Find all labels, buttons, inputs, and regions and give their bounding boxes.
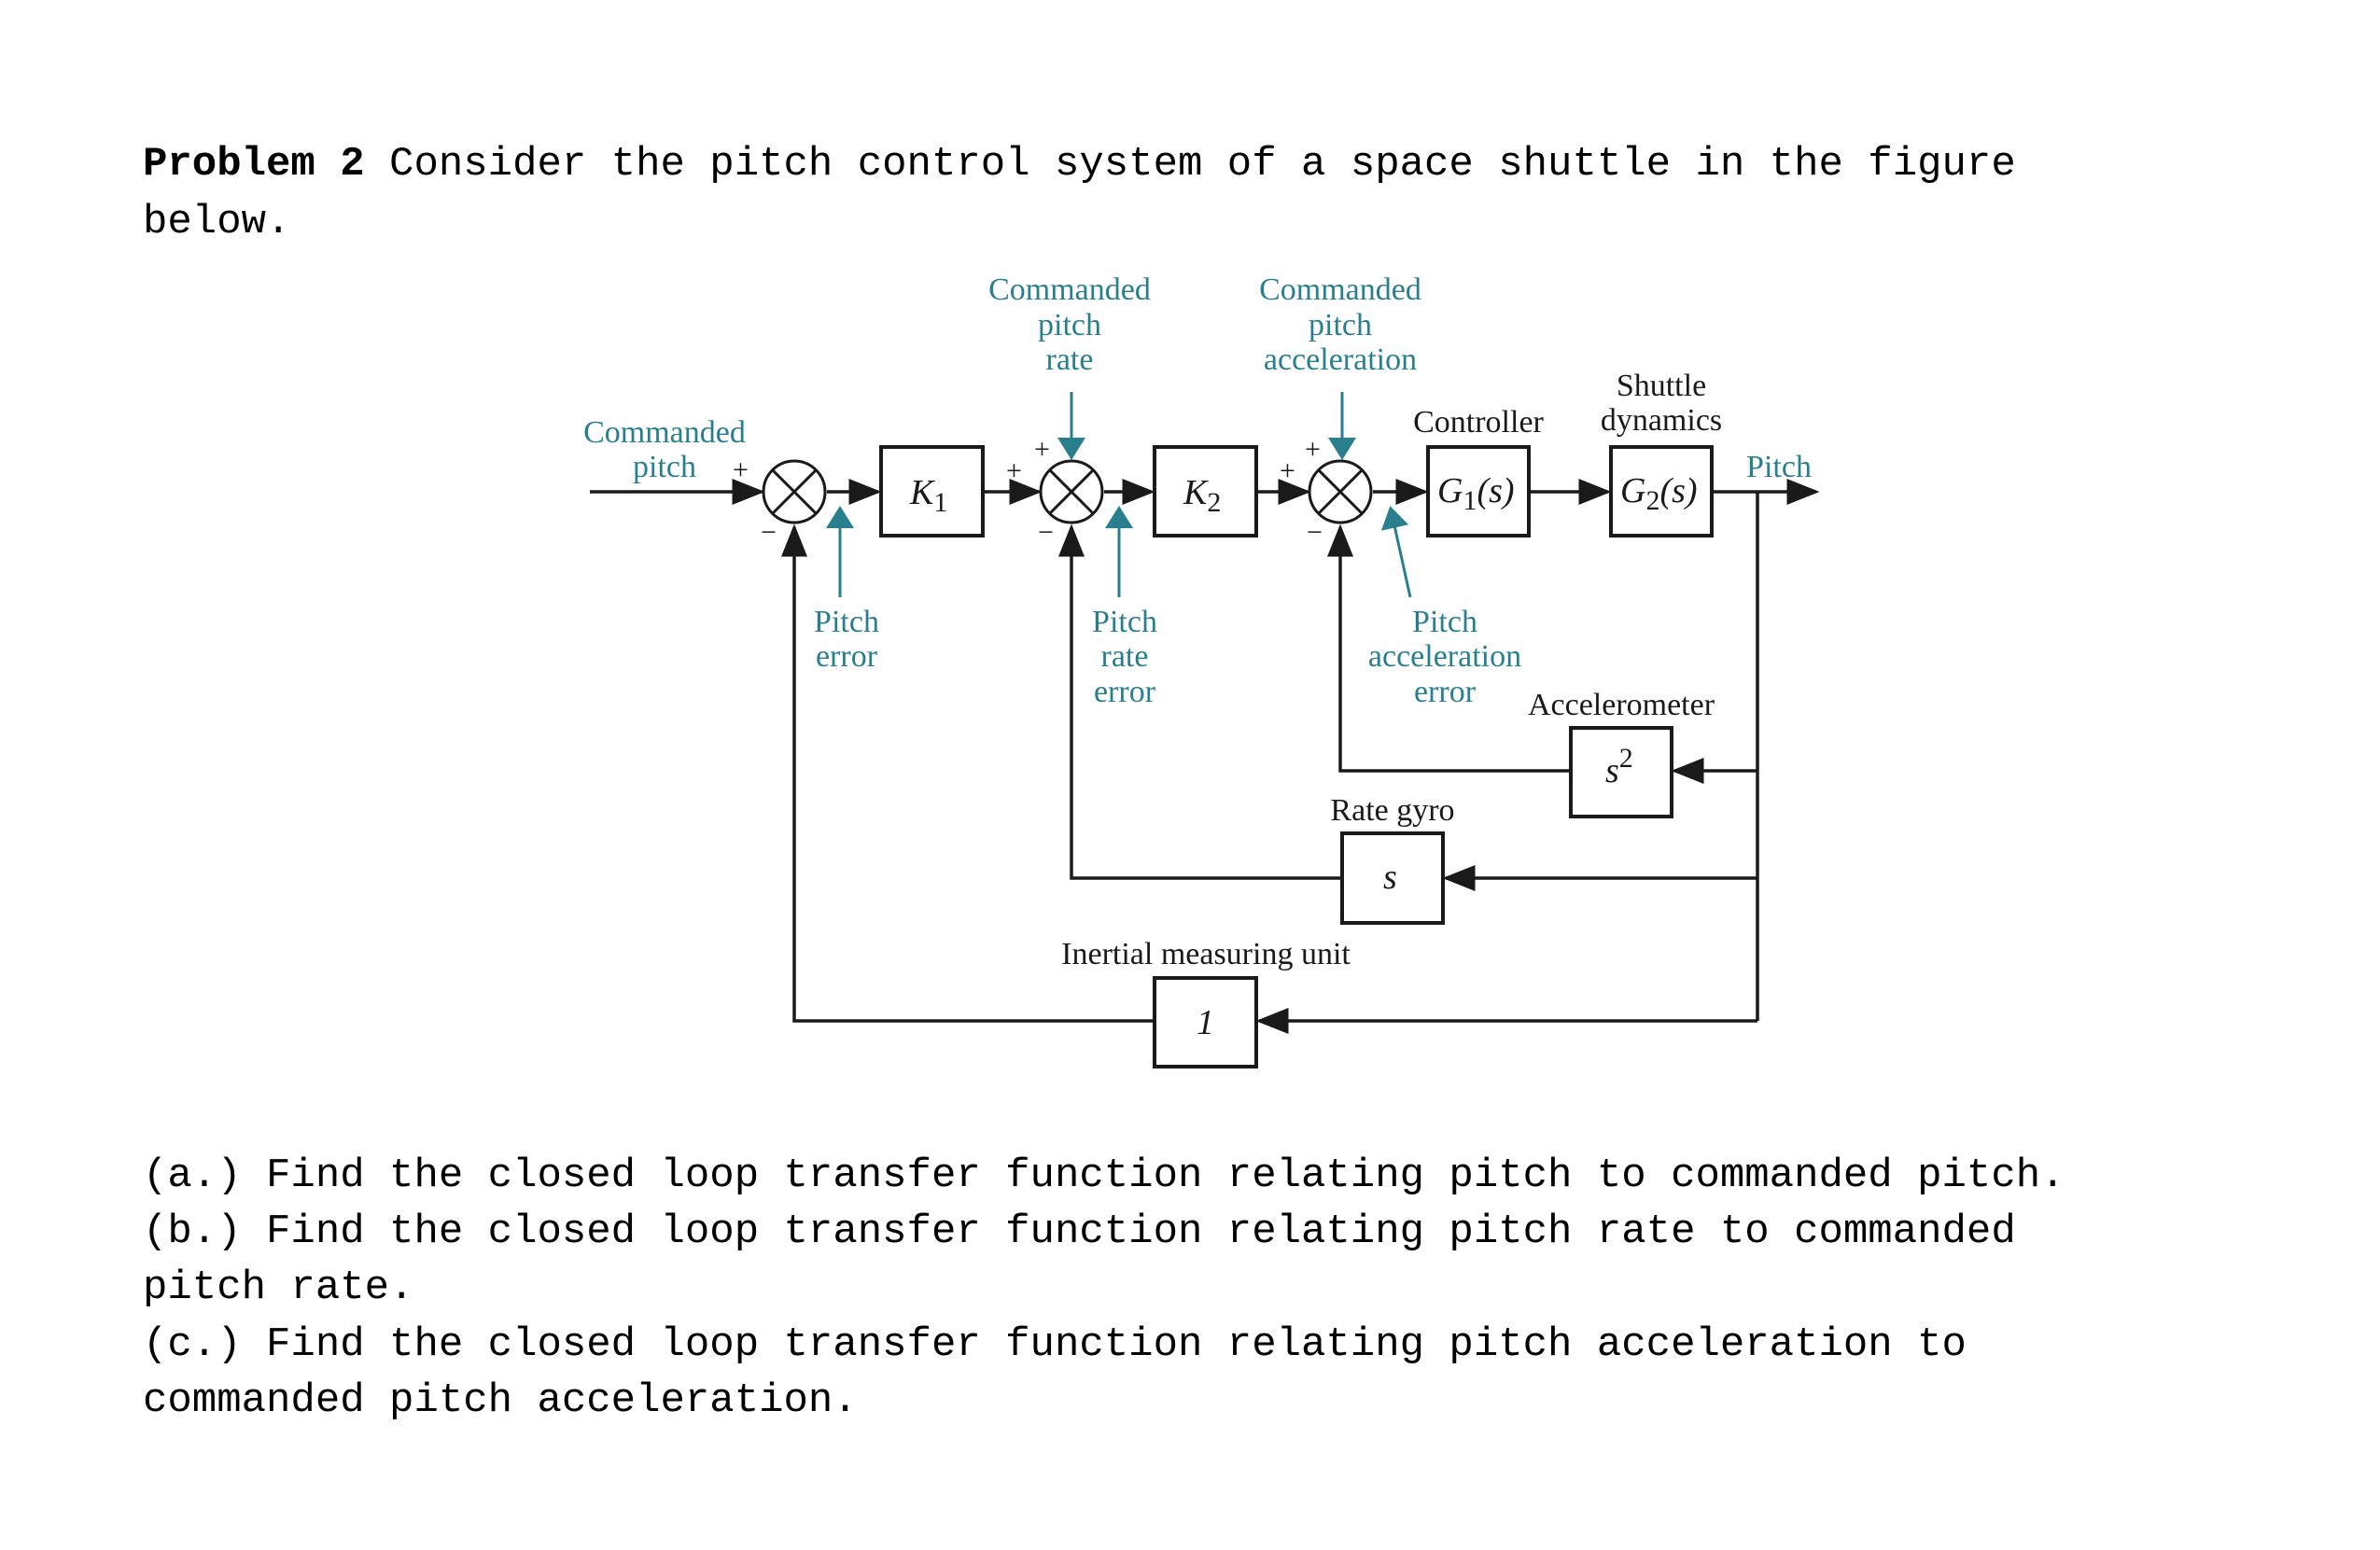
problem-statement: Problem 2 Consider the pitch control sys… — [143, 144, 2016, 185]
commanded-pitch-accel-label-1: Commanded — [1259, 272, 1421, 307]
summing-junction-2 — [1039, 459, 1104, 524]
commanded-pitch-rate-label-3: rate — [1046, 342, 1094, 377]
g1-block — [1426, 445, 1531, 538]
problem-label: Problem 2 — [143, 141, 365, 188]
pitch-error-label-1: Pitch — [814, 605, 879, 639]
g1-label: G1(s) — [1437, 471, 1515, 516]
imu-feedback-line — [781, 524, 1155, 1023]
summing-junction-1 — [762, 459, 827, 524]
question-c-line-2: commanded pitch acceleration. — [143, 1377, 858, 1424]
pitch-rate-error-label-2: rate — [1101, 639, 1149, 674]
shuttle-dynamics-caption-2: dynamics — [1601, 403, 1722, 438]
k2-label: K2 — [1183, 473, 1221, 518]
k1-block — [879, 445, 985, 538]
commanded-pitch-accel-label-2: pitch — [1309, 308, 1372, 342]
pitch-accel-error-label-2: acceleration — [1368, 639, 1521, 674]
accelerometer-caption: Accelerometer — [1528, 688, 1715, 722]
rate-gyro-block — [1340, 831, 1445, 925]
commanded-pitch-rate-label-1: Commanded — [988, 272, 1151, 307]
pitch-error-label-2: error — [816, 639, 878, 674]
summing-junction-3 — [1308, 459, 1373, 524]
commanded-pitch-rate-label-2: pitch — [1038, 308, 1101, 342]
rate-gyro-caption: Rate gyro — [1330, 793, 1454, 828]
problem-intro: Consider the pitch control system of a s… — [364, 141, 2016, 188]
k1-label: K1 — [909, 473, 947, 518]
pitch-accel-error-label-3: error — [1414, 675, 1477, 709]
pitch-rate-error-label-3: error — [1094, 675, 1156, 709]
k2-block — [1153, 445, 1258, 538]
sum2-plus-left-sign: + — [1006, 455, 1022, 486]
commanded-pitch-label-1: Commanded — [583, 415, 746, 450]
rate-gyro-label: s — [1383, 858, 1397, 897]
sum1-minus-sign: − — [761, 517, 777, 548]
commanded-pitch-accel-label-3: acceleration — [1264, 342, 1417, 377]
imu-block — [1153, 976, 1258, 1068]
pitch-accel-error-arrow — [1380, 506, 1412, 598]
shuttle-dynamics-caption-1: Shuttle — [1617, 369, 1706, 403]
question-a: (a.) Find the closed loop transfer funct… — [143, 1152, 2065, 1199]
sum3-plus-left-sign: + — [1280, 455, 1295, 486]
commanded-pitch-label-2: pitch — [633, 450, 696, 484]
question-c-line-1: (c.) Find the closed loop transfer funct… — [143, 1321, 1967, 1368]
imu-caption: Inertial measuring unit — [1061, 937, 1351, 971]
accelerometer-label: s2 — [1605, 743, 1633, 790]
accelerometer-block — [1569, 726, 1673, 818]
imu-label: 1 — [1197, 1003, 1214, 1042]
g2-block — [1609, 445, 1714, 538]
problem-intro-continued: below. — [143, 199, 291, 245]
sum3-plus-top-sign: + — [1305, 434, 1321, 465]
accel-feedback-line — [1327, 524, 1571, 773]
gyro-feedback-line — [1058, 524, 1342, 880]
sum1-plus-sign: + — [733, 454, 749, 485]
pitch-accel-error-label-1: Pitch — [1412, 605, 1477, 639]
question-b-line-1: (b.) Find the closed loop transfer funct… — [143, 1208, 2016, 1255]
sum2-plus-top-sign: + — [1034, 434, 1050, 465]
question-b-line-2: pitch rate. — [143, 1264, 414, 1311]
pitch-output-label: Pitch — [1746, 450, 1812, 484]
sum3-minus-sign: − — [1307, 517, 1323, 548]
sum2-minus-sign: − — [1038, 517, 1054, 548]
controller-caption: Controller — [1413, 405, 1544, 440]
g2-label: G2(s) — [1620, 471, 1698, 516]
pitch-rate-error-label-1: Pitch — [1092, 605, 1157, 639]
